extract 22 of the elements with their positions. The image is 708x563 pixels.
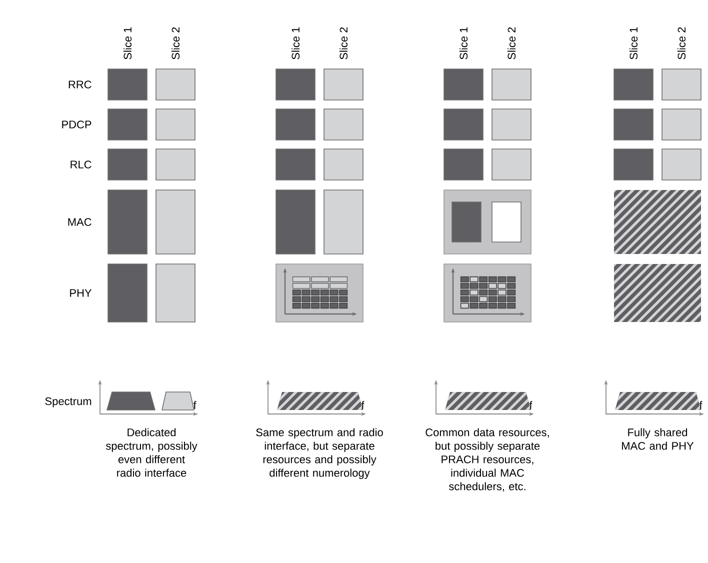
slice-label: Slice 2 [507, 27, 516, 60]
layer-label: MAC [68, 218, 92, 226]
layer-label: RLC [70, 160, 92, 168]
slice-label: Slice 1 [291, 27, 300, 60]
caption: Fully shared MAC and PHY [622, 428, 694, 450]
caption: Dedicated spectrum, possibly even different radio interface [106, 428, 198, 477]
caption: Same spectrum and radio interface, but separate resources and possibly different numerology [256, 428, 383, 479]
slice-label: Slice 2 [171, 27, 180, 60]
slice-label: Slice 1 [459, 27, 468, 60]
slice-label: Slice 1 [123, 27, 132, 60]
caption: Common data resources, but possibly separate PRACH resources, individual MAC schedulers, etc. [426, 428, 549, 492]
axis-label: f [361, 401, 364, 409]
layer-label: Spectrum [45, 397, 92, 408]
slice-label: Slice 2 [339, 27, 348, 60]
slice-label: Slice 1 [629, 27, 638, 60]
slice-label: Slice 2 [677, 27, 686, 60]
layer-label: RRC [68, 80, 92, 88]
layer-label: PHY [70, 289, 92, 297]
axis-label: f [529, 401, 532, 409]
layer-label: PDCP [62, 120, 92, 128]
axis-label: f [699, 401, 702, 409]
axis-label: f [193, 401, 196, 409]
